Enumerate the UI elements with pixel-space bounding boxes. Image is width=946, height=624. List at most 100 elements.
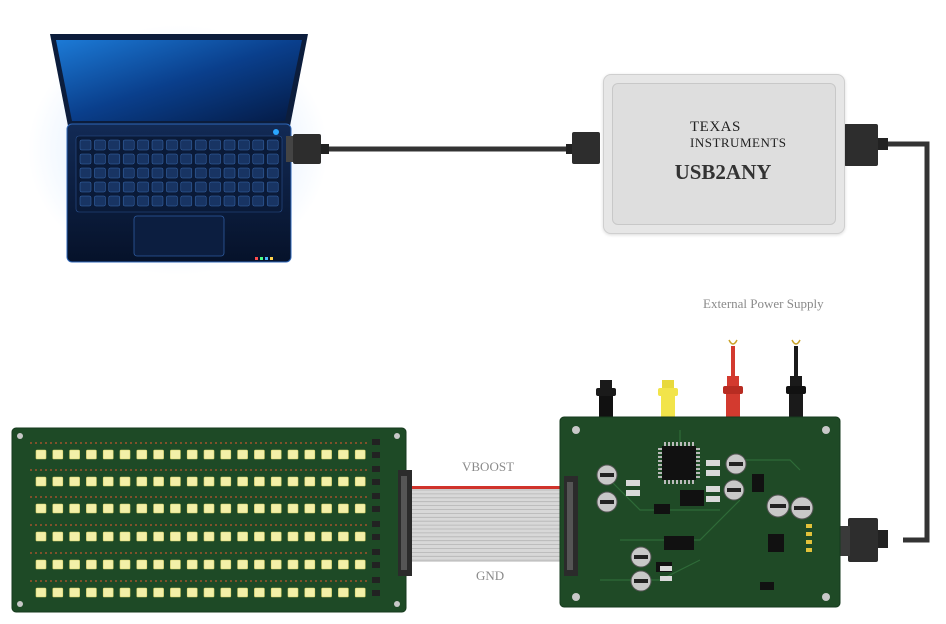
led (136, 449, 148, 460)
led (304, 559, 316, 570)
led (102, 449, 114, 460)
led (153, 531, 164, 542)
led (287, 587, 299, 598)
led (153, 503, 164, 514)
led (354, 476, 366, 487)
usb2any-title: USB2ANY (674, 160, 772, 184)
led (220, 531, 232, 542)
led (287, 503, 299, 514)
led (354, 531, 366, 542)
led (52, 449, 64, 460)
led (287, 449, 299, 460)
led (35, 587, 47, 598)
led (170, 559, 181, 570)
led (338, 531, 349, 542)
led (153, 587, 164, 598)
led (254, 449, 265, 460)
led (338, 476, 349, 487)
led (338, 503, 349, 514)
brand-line-2: Instruments (690, 135, 787, 150)
led (86, 476, 97, 487)
led (287, 476, 299, 487)
laptop-icon (28, 25, 328, 275)
led (86, 449, 97, 460)
led (186, 559, 198, 570)
led (338, 449, 349, 460)
led (237, 503, 248, 514)
led (203, 449, 215, 460)
led (237, 476, 248, 487)
led (35, 559, 47, 570)
led (321, 503, 332, 514)
led (220, 449, 232, 460)
led (102, 587, 114, 598)
led (69, 449, 80, 460)
ribbon-cable-icon (412, 486, 560, 562)
led (254, 531, 265, 542)
led (304, 531, 316, 542)
led (170, 503, 181, 514)
led (119, 531, 131, 542)
led (321, 531, 332, 542)
led (102, 559, 114, 570)
led (86, 559, 97, 570)
led (270, 587, 282, 598)
usb2any-panel (612, 83, 836, 225)
led (186, 587, 198, 598)
led (254, 559, 265, 570)
led-board-icon (11, 427, 412, 613)
led (270, 503, 282, 514)
led (304, 503, 316, 514)
led (86, 587, 97, 598)
led (186, 476, 198, 487)
led (237, 449, 248, 460)
controller-board-icon (559, 416, 841, 608)
led (186, 531, 198, 542)
led (102, 476, 114, 487)
led (270, 449, 282, 460)
usb2any-box (603, 74, 845, 234)
led (270, 476, 282, 487)
led (136, 531, 148, 542)
led (254, 587, 265, 598)
led (354, 503, 366, 514)
led (321, 476, 332, 487)
led (35, 503, 47, 514)
led (136, 503, 148, 514)
led (69, 559, 80, 570)
led (287, 559, 299, 570)
led (203, 587, 215, 598)
led (321, 587, 332, 598)
led (254, 503, 265, 514)
gnd-label: GND (476, 568, 505, 583)
led (254, 476, 265, 487)
led (270, 559, 282, 570)
led (304, 587, 316, 598)
led (52, 503, 64, 514)
led (52, 531, 64, 542)
led (287, 531, 299, 542)
led (170, 476, 181, 487)
led (35, 449, 47, 460)
led (35, 531, 47, 542)
led (153, 476, 164, 487)
banana-terminal-icon (596, 339, 806, 422)
led (354, 449, 366, 460)
led (52, 559, 64, 570)
led (170, 531, 181, 542)
brand-name: Texas Instruments (690, 119, 787, 151)
led (304, 476, 316, 487)
brand-line-1: Texas (690, 119, 741, 135)
led (220, 476, 232, 487)
led (220, 587, 232, 598)
led (170, 587, 181, 598)
led (220, 503, 232, 514)
led (69, 503, 80, 514)
led (354, 587, 366, 598)
led (52, 587, 64, 598)
usb-cable-icon (838, 124, 930, 562)
led (102, 503, 114, 514)
led (119, 476, 131, 487)
led (136, 476, 148, 487)
